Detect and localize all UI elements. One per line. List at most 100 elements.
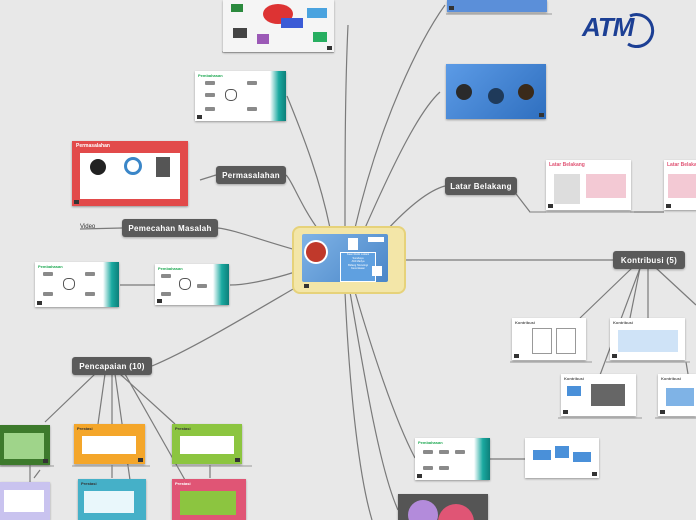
teal-brushstroke: [213, 264, 229, 305]
thumbnail-pencapaian-3[interactable]: Prestasi: [172, 424, 242, 464]
thumbnail-pencapaian-4[interactable]: [0, 482, 50, 520]
central-line-1: Ahli Madya: [351, 260, 365, 264]
thumbnail-pembahasan-1[interactable]: Pembahasan: [195, 71, 286, 121]
topic-permasalahan-label: Permasalahan: [222, 170, 280, 180]
avatar: [306, 242, 326, 262]
link-icon: [37, 301, 42, 305]
link-central-bottom2: [349, 291, 399, 511]
slide-logo: [368, 237, 384, 242]
central-topic[interactable]: Kaen Rezki Lukiani Surabaya Ahli Madya B…: [294, 228, 404, 292]
link-icon: [417, 474, 422, 478]
link-pencapaian-4: [119, 373, 176, 425]
thumbnail-team-slide[interactable]: [446, 64, 546, 119]
photo-2: [488, 88, 504, 104]
link-central-pembahasan2: [229, 271, 296, 286]
link-icon: [612, 354, 617, 358]
link-central-bottom1: [354, 291, 416, 459]
link-icon: [235, 458, 240, 462]
thumbnail-pencapaian-2[interactable]: Prestasi: [74, 424, 145, 464]
rabbit-icon: [179, 278, 191, 290]
central-slide: Kaen Rezki Lukiani Surabaya Ahli Madya B…: [302, 234, 388, 282]
prestasi-label-3: Prestasi: [81, 481, 97, 486]
atm-logo: ATM: [582, 12, 634, 43]
link-central-bottom3: [344, 291, 373, 520]
green-grid: [180, 491, 236, 515]
thumbnail-pembahasan-3[interactable]: Pembahasan: [155, 264, 229, 305]
link-icon: [138, 458, 143, 462]
central-title: Kaen Rezki Lukiani: [346, 253, 370, 256]
link-icon: [74, 200, 79, 204]
thumbnail-kontribusi-3[interactable]: Kontribusi: [561, 374, 636, 416]
thumbnail-collage[interactable]: [223, 0, 334, 52]
link-kontribusi-6: [685, 361, 689, 375]
link-icon: [539, 113, 544, 117]
link-kontribusi-1: [579, 267, 633, 319]
rabbit-icon: [225, 89, 237, 101]
teal-brushstroke: [270, 71, 286, 121]
teal-brushstroke: [103, 262, 119, 307]
thumbnail-pencapaian-6[interactable]: Prestasi: [172, 479, 246, 520]
prestasi-panel: [4, 433, 44, 459]
qr-code-icon: [372, 266, 382, 276]
link-icon: [666, 204, 671, 208]
central-subtitle: Surabaya: [352, 256, 364, 260]
thumbnail-permasalahan[interactable]: Permasalahan: [72, 141, 188, 206]
pembahasan-label-2: Pembahasan: [38, 264, 63, 269]
teal-brushstroke: [474, 438, 490, 480]
latar-belakang-card-title-2: Latar Belakang: [667, 162, 696, 168]
thumbnail-latar-belakang-2[interactable]: Latar Belakang: [664, 160, 696, 210]
link-central-top2: [354, 4, 446, 229]
video-label[interactable]: Video: [80, 224, 95, 230]
link-icon: [660, 410, 665, 414]
thumbnail-pembahasan-2[interactable]: Pembahasan: [35, 262, 119, 307]
thumbnail-bottom-card[interactable]: [398, 494, 488, 520]
thumbnail-kontribusi-2[interactable]: Kontribusi: [610, 318, 685, 360]
topic-kontribusi-label: Kontribusi (5): [620, 255, 678, 265]
link-icon: [514, 354, 519, 358]
link-pemecahan-video: [79, 227, 123, 230]
thumbnail-kontribusi-4[interactable]: Kontribusi: [658, 374, 696, 416]
link-icon: [548, 204, 553, 208]
link-central-permasalahan: [285, 174, 321, 233]
link-pencapaian-10: [33, 469, 41, 479]
central-info-panel: Kaen Rezki Lukiani Surabaya Ahli Madya B…: [340, 252, 376, 282]
magnifier-icon: [124, 157, 142, 175]
collage-image-4: [257, 34, 269, 44]
thumbnail-pencapaian-1[interactable]: [0, 425, 50, 465]
latar-belakang-card-title-1: Latar Belakang: [549, 162, 585, 168]
video-label-text: Video: [80, 224, 96, 230]
link-permasalahan-card: [199, 174, 217, 181]
topic-pemecahan-masalah[interactable]: Pemecahan Masalah: [122, 219, 218, 237]
collage-image-5: [313, 32, 327, 42]
thumbnail-kontribusi-1[interactable]: Kontribusi: [512, 318, 586, 360]
link-pencapaian-1: [44, 373, 96, 423]
link-kontribusi-2: [629, 267, 641, 319]
thumbnail-kategori[interactable]: [525, 438, 599, 478]
collage-image-1: [231, 4, 243, 12]
topic-latar-belakang-label: Latar Belakang: [450, 181, 512, 191]
topic-pencapaian[interactable]: Pencapaian (10): [72, 357, 152, 375]
atm-logo-swoosh-icon: [627, 13, 655, 49]
prestasi-label-2: Prestasi: [175, 426, 191, 431]
link-icon: [304, 284, 309, 288]
thumbnail-pembahasan-4[interactable]: Pembahasan: [415, 438, 490, 480]
thumbnail-latar-belakang-1[interactable]: Latar Belakang: [546, 160, 631, 210]
pink-text-block: [586, 174, 626, 198]
thumbnail-slide-top[interactable]: [447, 0, 547, 12]
circle-purple: [408, 500, 438, 520]
topic-kontribusi[interactable]: Kontribusi (5): [613, 251, 685, 269]
link-icon: [563, 410, 568, 414]
collage-image-3: [233, 28, 247, 38]
prestasi-label-4: Prestasi: [175, 481, 191, 486]
thumbnail-pencapaian-5[interactable]: Prestasi: [78, 479, 146, 520]
link-pencapaian-2: [97, 373, 106, 425]
doc-preview: [554, 174, 580, 204]
person-icon: [90, 159, 106, 175]
score-panel: [82, 436, 136, 454]
link-icon: [449, 6, 454, 10]
topic-permasalahan[interactable]: Permasalahan: [216, 166, 286, 184]
result-panel: [180, 436, 234, 454]
link-kontribusi-4: [655, 267, 696, 306]
topic-latar-belakang[interactable]: Latar Belakang: [445, 177, 517, 195]
